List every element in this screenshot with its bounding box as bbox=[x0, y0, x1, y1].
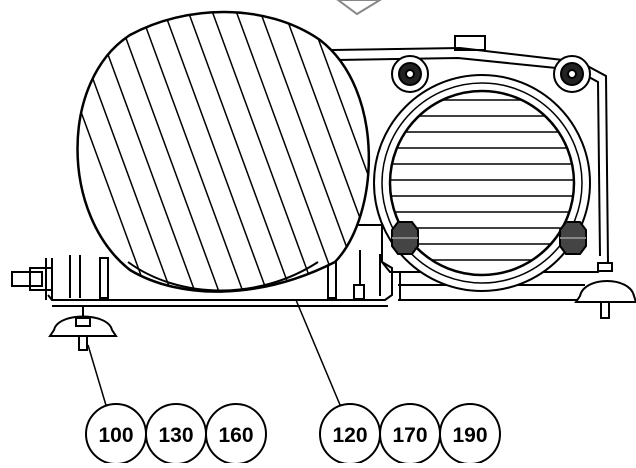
leader-line-right bbox=[295, 299, 344, 413]
lower-right-nut bbox=[559, 221, 587, 255]
right-foot bbox=[574, 262, 636, 319]
small-wheel bbox=[373, 74, 591, 292]
left-foot bbox=[48, 306, 118, 351]
callout-bubble: 100 bbox=[85, 403, 147, 465]
large-wheel bbox=[76, 10, 371, 293]
callout-bubble: 130 bbox=[145, 403, 207, 465]
callout-label: 190 bbox=[452, 424, 487, 447]
base-tray bbox=[11, 250, 393, 307]
upper-left-roller bbox=[391, 55, 429, 93]
callout-bubble: 160 bbox=[205, 403, 267, 465]
callout-group-right: 120 170 190 bbox=[319, 403, 501, 465]
callout-bubble: 120 bbox=[319, 403, 381, 465]
callout-bubble: 170 bbox=[379, 403, 441, 465]
callout-group-left: 100 130 160 bbox=[85, 403, 267, 465]
lower-left-nut bbox=[391, 221, 419, 255]
callout-label: 160 bbox=[218, 424, 253, 447]
callout-label: 130 bbox=[158, 424, 193, 447]
callout-label: 120 bbox=[332, 424, 367, 447]
upper-right-roller bbox=[553, 55, 591, 93]
leader-line-left bbox=[87, 344, 109, 413]
callout-bubble: 190 bbox=[439, 403, 501, 465]
callout-label: 100 bbox=[98, 424, 133, 447]
callout-label: 170 bbox=[392, 424, 427, 447]
edge-fragment bbox=[336, 0, 382, 16]
